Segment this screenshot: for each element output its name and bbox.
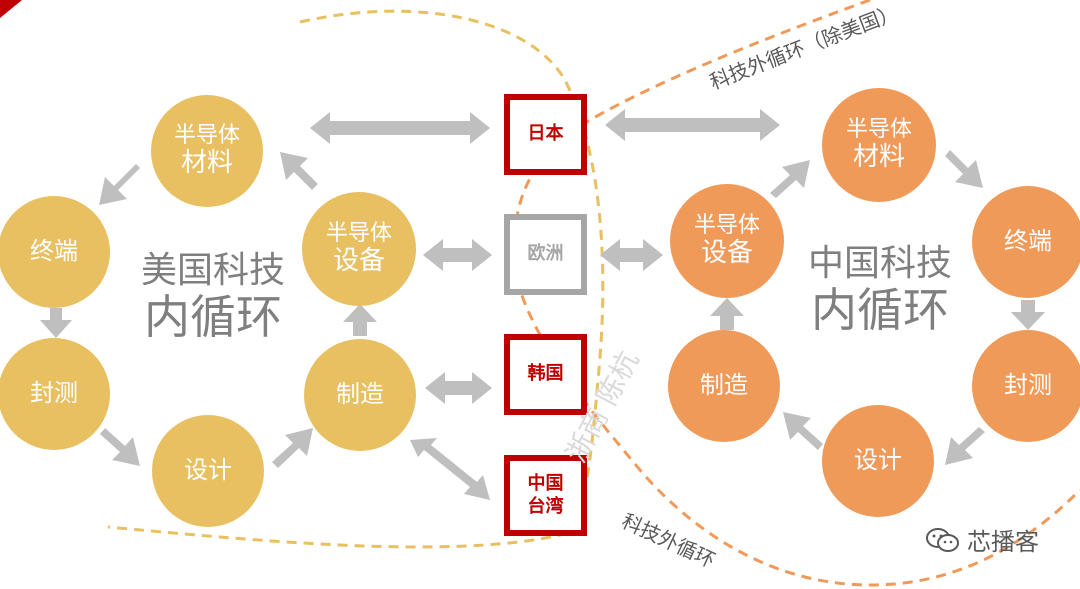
cn-loop-title: 中国科技 内循环 [795, 243, 965, 337]
cn-node-manufacturing: 制造 [668, 330, 780, 442]
cn-node-design: 设计 [822, 405, 934, 517]
us-node-materials: 半导体 材料 [151, 95, 263, 207]
arrow-us-equipment-to-materials [280, 152, 318, 190]
us-node-equipment: 半导体 设备 [302, 192, 416, 306]
arrow-cn-terminal-to-packaging [1011, 300, 1045, 330]
exchange-arrows [310, 109, 780, 500]
arrow-us-europe [423, 239, 492, 271]
wechat-icon [925, 526, 961, 554]
cn-equipment-line1: 半导体 [693, 213, 760, 239]
cn-design-label: 设计 [854, 446, 902, 475]
cn-manufacturing-label: 制造 [700, 371, 748, 400]
cn-loop-arrows [710, 150, 1045, 465]
partner-korea: 韩国 [504, 334, 587, 415]
brand-mark: 芯播客 [925, 522, 1039, 557]
us-materials-line1: 半导体 [173, 123, 240, 149]
us-loop-arrows [40, 152, 377, 468]
arrow-us-manufacturing-to-equipment [343, 304, 377, 336]
arrow-us-packaging-to-design [100, 428, 140, 466]
partner-japan: 日本 [504, 94, 587, 175]
us-loop-boundary [107, 9, 605, 549]
partner-japan-label: 日本 [527, 123, 564, 145]
arrow-us-taiwan [410, 438, 490, 500]
us-manufacturing-label: 制造 [336, 380, 384, 409]
arrow-us-japan [310, 112, 490, 144]
cn-terminal-label: 终端 [1004, 227, 1052, 256]
partner-taiwan-line1: 中国 [527, 473, 564, 494]
arrow-japan-cn [605, 109, 780, 141]
arrow-cn-design-to-manufacturing [783, 412, 823, 450]
brand-name: 芯播客 [967, 528, 1039, 556]
us-equipment-line2: 设备 [332, 245, 385, 276]
us-title-line2: 内循环 [144, 290, 282, 345]
cn-node-packaging: 封测 [972, 330, 1080, 442]
cn-materials-line1: 半导体 [845, 117, 912, 143]
arrow-europe-cn [600, 239, 663, 271]
cn-materials-line2: 材料 [852, 141, 905, 172]
partner-europe: 欧洲 [504, 214, 587, 295]
us-materials-line2: 材料 [180, 147, 233, 178]
us-packaging-label: 封测 [30, 379, 78, 408]
cn-title-line2: 内循环 [811, 283, 949, 338]
partner-europe-label: 欧洲 [527, 243, 564, 265]
cn-node-equipment: 半导体 设备 [670, 184, 784, 298]
us-terminal-label: 终端 [30, 237, 78, 266]
us-equipment-line1: 半导体 [325, 221, 392, 247]
us-node-terminal: 终端 [0, 196, 110, 308]
us-title-line1: 美国科技 [140, 250, 285, 291]
partner-taiwan: 中国 台湾 [504, 455, 587, 536]
cn-equipment-line2: 设备 [700, 237, 753, 268]
arrow-us-korea [425, 372, 492, 404]
cn-title-line1: 中国科技 [807, 243, 952, 284]
arrow-us-materials-to-terminal [99, 164, 140, 205]
arrow-us-design-to-manufacturing [272, 428, 313, 468]
us-design-label: 设计 [184, 456, 232, 485]
cn-node-materials: 半导体 材料 [822, 88, 936, 202]
cn-loop-boundary-upper [513, 0, 1080, 587]
arrow-cn-manufacturing-to-equipment [710, 298, 744, 330]
us-node-manufacturing: 制造 [304, 339, 416, 451]
partner-korea-label: 韩国 [527, 363, 564, 385]
us-node-design: 设计 [152, 415, 264, 527]
arrow-cn-equipment-to-materials [770, 160, 810, 198]
cn-node-terminal: 终端 [972, 186, 1080, 298]
us-node-packaging: 封测 [0, 338, 110, 450]
arrow-cn-packaging-to-design [945, 427, 985, 465]
arrow-cn-materials-to-terminal [945, 150, 983, 188]
partner-taiwan-line2: 台湾 [527, 495, 564, 517]
us-loop-title: 美国科技 内循环 [128, 250, 298, 344]
corner-decoration [0, 0, 22, 18]
cn-packaging-label: 封测 [1004, 371, 1052, 400]
arrow-us-terminal-to-packaging [40, 308, 72, 338]
